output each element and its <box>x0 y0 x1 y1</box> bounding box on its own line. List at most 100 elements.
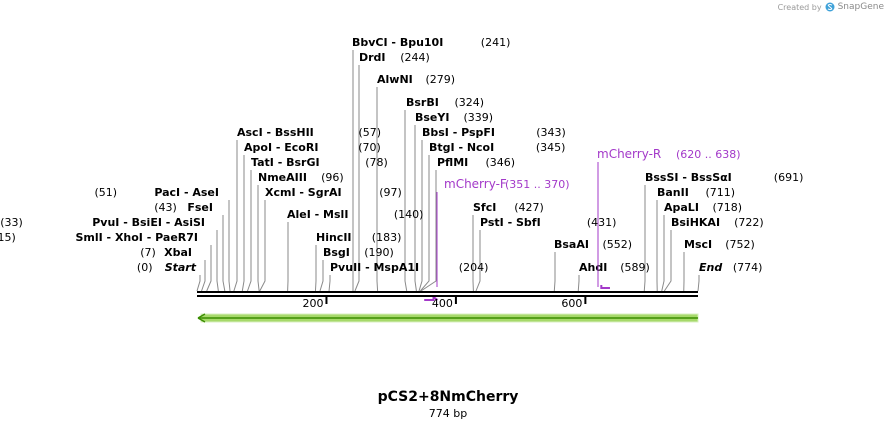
site-position-psti: (431) <box>587 216 617 229</box>
site-position-bsgi: (190) <box>364 246 394 259</box>
snapgene-logo-icon <box>825 2 835 12</box>
site-line-xcmi <box>259 200 266 292</box>
site-line-apali <box>661 215 665 292</box>
site-line-end <box>697 275 700 292</box>
site-position-bsaai: (552) <box>603 238 633 251</box>
site-position-bsihkai: (722) <box>734 216 764 229</box>
site-position-pvui: (33) <box>0 216 23 229</box>
site-label-bseyi: BseYI <box>415 111 449 124</box>
map-title: pCS2+8NmCherry <box>377 389 519 405</box>
site-label-pvui: PvuI - BsiEI - AsiSI <box>92 216 205 229</box>
site-line-alwni <box>376 87 379 292</box>
site-position-banii: (711) <box>706 186 736 199</box>
site-line-psti <box>475 230 481 292</box>
site-label-pvuii: PvuII - MspA1I <box>330 261 419 274</box>
site-label-bsaai: BsaAI <box>554 238 589 251</box>
site-position-ahdi: (589) <box>620 261 650 274</box>
primer-arrow-mcherry-r <box>600 285 610 289</box>
site-position-pvuii: (204) <box>459 261 489 274</box>
site-line-pflmi <box>420 170 437 292</box>
site-label-tati: TatI - BsrGI <box>251 156 320 169</box>
site-label-drdi: DrdI <box>359 51 386 64</box>
site-line-bsrbi <box>404 110 408 292</box>
site-label-bsgi: BsgI <box>323 246 350 259</box>
site-position-bsrbi: (324) <box>455 96 485 109</box>
site-label-bsssi: BssSI - BssSαI <box>645 171 732 184</box>
site-label-psti: PstI - SbfI <box>480 216 541 229</box>
primer-range-mcherry-f: (351 .. 370) <box>505 178 570 191</box>
site-label-alwni: AlwNI <box>377 73 413 86</box>
site-label-banii: BanII <box>657 186 689 199</box>
site-line-bseyi <box>414 125 417 292</box>
site-label-bbsi: BbsI - PspFI <box>422 126 495 139</box>
site-position-bbvci: (241) <box>481 36 511 49</box>
site-position-btgi: (345) <box>536 141 566 154</box>
site-position-sfci: (427) <box>514 201 544 214</box>
site-label-bbvci: BbvCI - Bpu10I <box>352 36 443 49</box>
site-line-xbai <box>201 260 206 292</box>
site-line-bsihkai <box>663 230 672 292</box>
site-label-btgi: BtgI - NcoI <box>429 141 494 154</box>
site-line-pvuii <box>328 275 331 292</box>
site-label-hincii: HincII <box>316 231 352 244</box>
primer-range-mcherry-r: (620 .. 638) <box>676 148 741 161</box>
tick-label-400: 400 <box>432 297 453 310</box>
site-label-xcmi: XcmI - SgrAI <box>265 186 342 199</box>
site-label-msci: MscI <box>684 238 712 251</box>
site-position-xcmi: (97) <box>379 186 402 199</box>
site-position-alei: (140) <box>394 208 424 221</box>
credit-prefix: Created by <box>777 2 822 12</box>
site-label-xbai: XbaI <box>164 246 192 259</box>
site-position-end: (774) <box>733 261 763 274</box>
site-label-asci: AscI - BssHII <box>237 126 314 139</box>
site-position-drdi: (244) <box>400 51 430 64</box>
site-line-bsgi <box>319 260 324 292</box>
backbone-bottom-strand <box>197 295 698 297</box>
site-line-hincii <box>314 245 317 292</box>
site-position-pflmi: (346) <box>486 156 516 169</box>
site-position-hincii: (183) <box>372 231 402 244</box>
site-line-tati <box>247 170 252 292</box>
site-label-fsei: FseI <box>187 201 213 214</box>
site-line-start <box>196 275 201 292</box>
site-line-drdi <box>354 65 360 292</box>
tick-label-600: 600 <box>561 297 582 310</box>
site-line-btgi <box>419 155 430 292</box>
site-position-apali: (718) <box>713 201 743 214</box>
backbone-top-strand <box>197 291 698 293</box>
site-position-alwni: (279) <box>426 73 456 86</box>
site-label-ahdi: AhdI <box>579 261 607 274</box>
primer-label-mcherry-f: mCherry-F <box>444 177 507 191</box>
site-position-xbai: (7) <box>140 246 156 259</box>
site-leader-lines <box>196 50 700 292</box>
site-label-smli: SmlI - XhoI - PaeR7I <box>75 231 198 244</box>
site-position-tati: (78) <box>365 156 388 169</box>
site-line-pvui <box>216 230 219 292</box>
site-position-bseyi: (339) <box>464 111 494 124</box>
site-label-alei: AleI - MslI <box>287 208 348 221</box>
site-label-bsrbi: BsrBI <box>406 96 439 109</box>
site-label-paci: PacI - AseI <box>154 186 219 199</box>
feature-arrow-head <box>197 313 206 323</box>
site-label-end: End <box>699 261 722 274</box>
site-position-nmeaiii: (96) <box>321 171 344 184</box>
site-line-bsaai <box>553 252 556 292</box>
site-label-pflmi: PflMI <box>437 156 468 169</box>
site-line-fsei <box>222 215 226 292</box>
primer-label-mcherry-r: mCherry-R <box>597 147 661 161</box>
site-line-bsssi <box>643 185 646 292</box>
site-position-msci: (752) <box>725 238 755 251</box>
site-line-bbsi <box>418 140 423 292</box>
site-position-apoi: (70) <box>358 141 381 154</box>
site-position-paci: (51) <box>95 186 118 199</box>
credit-brand: SnapGene <box>837 2 884 12</box>
site-position-fsei: (43) <box>154 201 177 214</box>
site-line-ahdi <box>577 275 580 292</box>
site-label-nmeaiii: NmeAIII <box>258 171 307 184</box>
site-position-asci: (57) <box>359 126 382 139</box>
site-position-bbsi: (343) <box>536 126 566 139</box>
site-line-asci <box>233 140 238 292</box>
site-line-nmeaiii <box>257 185 260 292</box>
site-line-paci <box>228 200 231 292</box>
